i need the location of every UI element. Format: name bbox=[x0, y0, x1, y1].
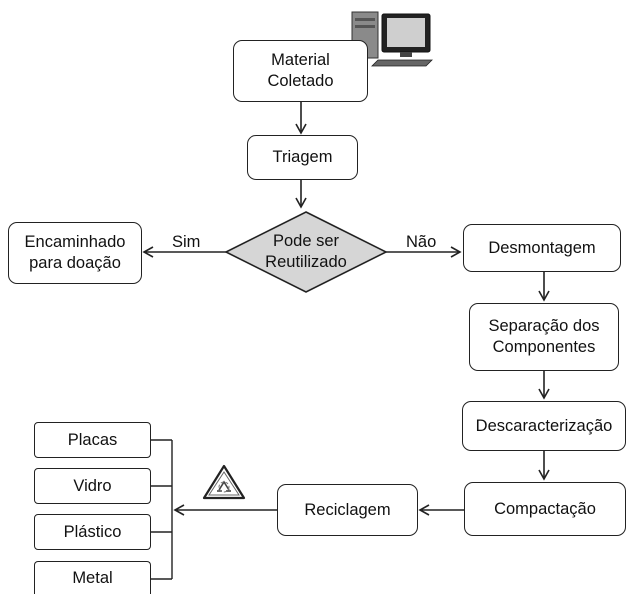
materials-bracket bbox=[151, 439, 173, 580]
decision-label: Pode ser Reutilizado bbox=[265, 232, 347, 271]
node-descaracterizacao: Descaracterização bbox=[462, 401, 626, 451]
node-triagem: Triagem bbox=[247, 135, 358, 180]
node-separacao: Separação dos Componentes bbox=[469, 303, 619, 371]
recycle-warning-icon bbox=[202, 464, 246, 500]
node-vidro: Vidro bbox=[34, 468, 151, 504]
node-encaminhado: Encaminhado para doação bbox=[8, 222, 142, 284]
edge-label-sim: Sim bbox=[172, 233, 201, 251]
node-compactacao: Compactação bbox=[464, 482, 626, 536]
node-plastico: Plástico bbox=[34, 514, 151, 550]
node-placas: Placas bbox=[34, 422, 151, 458]
node-material-coletado: Material Coletado bbox=[233, 40, 368, 102]
decision-diamond bbox=[224, 211, 388, 293]
node-metal: Metal bbox=[34, 561, 151, 594]
node-reciclagem: Reciclagem bbox=[277, 484, 418, 536]
node-desmontagem: Desmontagem bbox=[463, 224, 621, 272]
edge-label-nao: Não bbox=[406, 233, 437, 251]
computer-icon bbox=[351, 11, 433, 67]
